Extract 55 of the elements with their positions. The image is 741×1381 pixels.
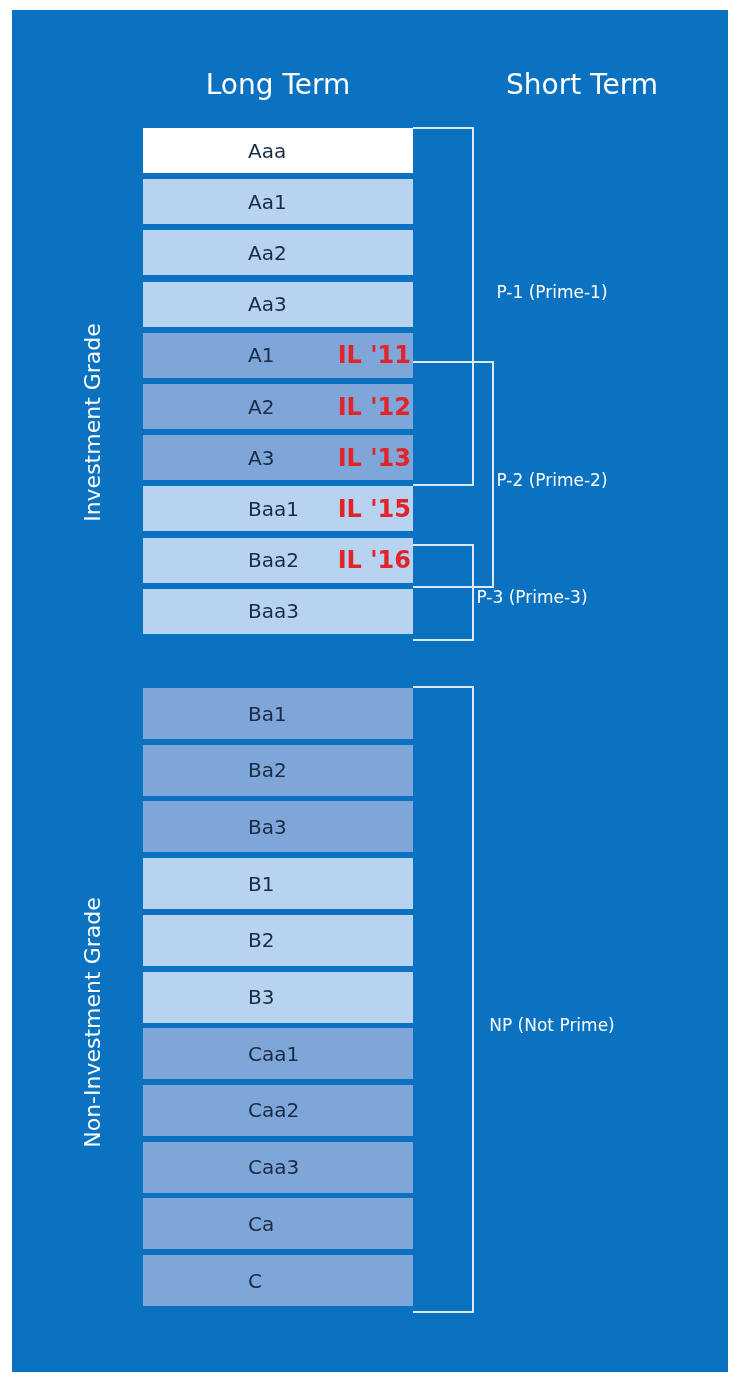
rating-label: Aaa <box>248 138 287 163</box>
rating-label: Ca <box>248 1211 275 1236</box>
group-label: Non-Investment Grade <box>79 896 105 1150</box>
rating-label: B3 <box>248 985 275 1009</box>
rating-label: Baa2 <box>248 548 299 573</box>
column-heading: Short Term <box>505 68 659 101</box>
rating-bar <box>143 230 413 276</box>
rating-bar <box>143 281 413 327</box>
rating-range-label: NP (Not Prime) <box>488 1014 616 1037</box>
rating-bar <box>143 1028 413 1080</box>
rating-bar <box>143 486 413 532</box>
rating-bar <box>143 914 413 966</box>
rating-bar <box>143 588 413 634</box>
rating-label: Ba3 <box>248 814 287 839</box>
rating-range-label: P-3 (Prime-3) <box>475 586 589 609</box>
column-heading: Long Term <box>204 68 352 101</box>
rating-label: A2 <box>248 394 275 419</box>
rating-label: Caa3 <box>248 1155 300 1180</box>
rating-range-label: P-1 (Prime-1) <box>495 281 609 304</box>
rating-label: Baa1 <box>248 496 299 521</box>
rating-label: Baa3 <box>248 599 299 624</box>
year-marker: IL '15 <box>337 494 411 523</box>
rating-bar <box>143 744 413 796</box>
rating-bar <box>143 1198 413 1250</box>
rating-bar <box>143 1141 413 1193</box>
rating-bar <box>143 384 413 429</box>
rating-label: A1 <box>248 343 275 368</box>
year-marker: IL '16 <box>337 546 411 575</box>
rating-label: Aa3 <box>248 292 287 317</box>
rating-label: Aa1 <box>248 189 287 214</box>
rating-bar <box>143 179 413 225</box>
rating-label: Ba1 <box>248 701 287 726</box>
rating-bar <box>143 537 413 583</box>
rating-label: Ba2 <box>248 758 287 783</box>
rating-bar <box>143 971 413 1023</box>
rating-label: A3 <box>248 445 275 470</box>
year-marker: IL '11 <box>337 341 411 370</box>
rating-label: Caa1 <box>248 1041 300 1066</box>
rating-label: B1 <box>248 871 275 896</box>
rating-label: B2 <box>248 928 275 953</box>
rating-bar <box>143 1084 413 1136</box>
year-marker: IL '12 <box>337 392 411 421</box>
year-marker: IL '13 <box>337 443 411 472</box>
group-label: Investment Grade <box>79 322 105 524</box>
rating-bar <box>143 1255 413 1306</box>
rating-range-label: P-2 (Prime-2) <box>495 469 609 492</box>
rating-label: Aa2 <box>248 240 287 265</box>
rating-bar <box>143 332 413 378</box>
rating-bar <box>143 688 413 739</box>
rating-bar <box>143 858 413 910</box>
rating-bar <box>143 128 413 173</box>
rating-label: C <box>248 1268 262 1293</box>
rating-label: Caa2 <box>248 1098 300 1123</box>
rating-bar <box>143 801 413 853</box>
rating-bar <box>143 435 413 481</box>
